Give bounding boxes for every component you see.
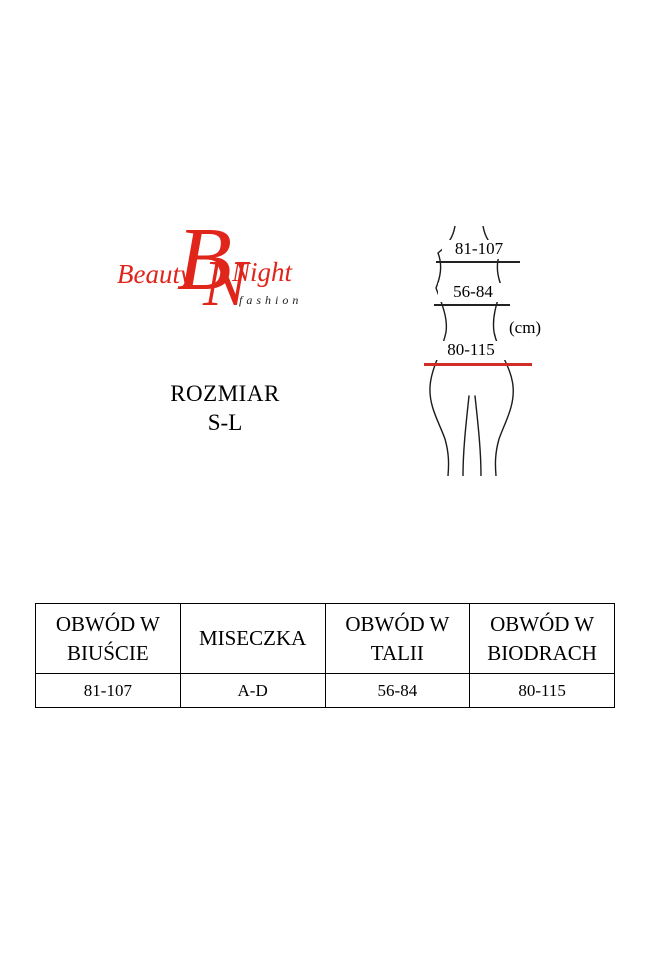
size-title: ROZMIAR	[170, 381, 280, 406]
value-cup: A-D	[179, 673, 326, 708]
unit-label: (cm)	[507, 318, 544, 338]
header-bust-circumference: OBWÓD W BIUŚCIE	[35, 603, 181, 674]
header-waist-circumference: OBWÓD W TALII	[324, 603, 471, 674]
logo-night-text: Night	[232, 257, 293, 287]
hip-range-label: 80-115	[434, 340, 508, 360]
waist-measure-line	[434, 304, 510, 306]
size-block: ROZMIAR S-L	[135, 381, 315, 436]
size-value: S-L	[207, 410, 243, 435]
size-table: OBWÓD W BIUŚCIE MISECZKA OBWÓD W TALII O…	[35, 603, 615, 708]
bust-range-label: 81-107	[442, 239, 516, 259]
logo-monogram-b: B	[177, 210, 232, 309]
logo-fashion-text: fashion	[239, 293, 303, 307]
hip-measure-line	[424, 363, 532, 366]
table-header-row: OBWÓD W BIUŚCIE MISECZKA OBWÓD W TALII O…	[35, 603, 615, 674]
value-waist-circumference: 56-84	[324, 673, 471, 708]
value-bust-circumference: 81-107	[35, 673, 181, 708]
header-hip-circumference: OBWÓD W BIODRACH	[469, 603, 615, 674]
waist-range-label: 56-84	[438, 282, 508, 302]
logo-monogram-n: N	[203, 247, 248, 320]
bust-measure-line	[436, 261, 520, 263]
table-value-row: 81-107 A-D 56-84 80-115	[35, 673, 615, 708]
brand-logo: B N Beauty Night fashion	[115, 215, 330, 340]
logo-beauty-text: Beauty	[117, 259, 192, 289]
header-cup: MISECZKA	[179, 603, 326, 674]
value-hip-circumference: 80-115	[469, 673, 615, 708]
